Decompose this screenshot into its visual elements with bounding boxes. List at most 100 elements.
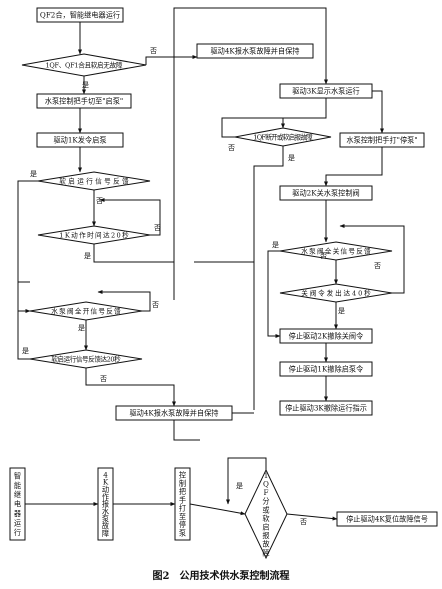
node-d3-shape — [37, 225, 151, 245]
node-n4-label: 驱动1K发令启泵 — [53, 136, 106, 145]
node-v2-char: 作 — [102, 492, 109, 501]
node-d8: 关阀令发出达40秒 — [279, 283, 393, 303]
connector-v3-d9 — [189, 503, 246, 516]
node-v1-char: 能 — [14, 481, 21, 490]
node-d6: 1QF断开或软启报故障 — [234, 127, 332, 147]
node-n6-shape — [279, 83, 373, 99]
node-d9-char: 分 — [262, 497, 269, 506]
edge-label-e-d4-no: 否 — [152, 301, 159, 309]
node-d9: 1QF分或软启报故障1QF分或软启报故障 — [244, 468, 288, 560]
node-v1-char: 智 — [14, 471, 21, 480]
node-d9-char: 障 — [262, 548, 269, 557]
node-n2: 驱动4K报水泵故障并自保持 — [196, 43, 314, 59]
node-n7-shape — [339, 132, 425, 148]
node-n11: 停止驱动3K撤除运行指示 — [279, 400, 373, 416]
node-d4-shape — [29, 301, 143, 321]
node-d9-char: 启 — [262, 522, 269, 531]
node-n2-label: 驱动4K报水泵故障并自保持 — [210, 47, 299, 56]
node-d3: 1K动作时间达20秒 — [37, 225, 151, 245]
node-v3-char: 泵 — [179, 528, 186, 537]
connector-n6-n7 — [372, 90, 384, 134]
edge-label-e-d9-yes: 是 — [236, 482, 243, 490]
figure-caption: 图2 公用技术供水泵控制流程 — [152, 571, 290, 582]
node-d9-char: 故 — [262, 540, 269, 549]
connector-d9-yes-up — [226, 457, 267, 505]
node-n6: 驱动3K显示水泵运行 — [279, 83, 373, 99]
node-n1-label: QF2合，智能继电器运行 — [40, 11, 120, 20]
node-v3-char: 制 — [179, 479, 186, 488]
edge-label-e-d1-no: 否 — [150, 47, 157, 55]
node-v1-shape — [9, 467, 26, 541]
node-n1-shape — [36, 7, 124, 23]
connector-d5-no — [85, 368, 176, 407]
node-d5-label: 软启运行信号反馈达20秒 — [51, 354, 121, 363]
node-n6-label: 驱动3K显示水泵运行 — [292, 87, 359, 96]
node-d9-char: 1 — [264, 471, 269, 480]
node-d9-char: 报 — [262, 531, 269, 540]
node-v3-char: 停 — [179, 520, 186, 529]
node-v3-char: 打 — [179, 504, 186, 513]
node-n5-label: 驱动4K报水泵故障并自保持 — [129, 409, 218, 418]
edge-label-e-d3-yes: 是 — [84, 252, 91, 260]
node-d7-shape — [279, 241, 393, 261]
connector-d3-yes — [93, 244, 175, 300]
node-n12-label: 停止驱动4K复位故障信号 — [346, 515, 428, 524]
node-n2-shape — [196, 43, 314, 59]
node-n3-shape — [36, 93, 132, 109]
node-v3-char: 控 — [179, 471, 186, 480]
connector-d9-no — [286, 513, 338, 521]
node-n4-shape — [36, 132, 124, 148]
node-d2-shape — [37, 171, 151, 191]
node-d8-shape — [279, 283, 393, 303]
connector-d6-yes — [253, 146, 284, 410]
node-d3-label: 1K动作时间达20秒 — [59, 230, 129, 239]
node-d4: 水泵阀全开信号反馈 — [29, 301, 143, 321]
connector-n6-d6 — [281, 98, 327, 129]
node-v2-shape — [97, 467, 114, 541]
node-n9: 停止驱动2K撤除关阀令 — [279, 328, 373, 344]
node-d9-char: F — [264, 488, 269, 497]
connector-top-to-n6 — [173, 7, 328, 262]
node-d1-label: 1QF、QF1合且软启无故障 — [46, 60, 123, 69]
node-v2: 4K动作报水泵故障4K动作报水泵故障 — [97, 467, 114, 541]
edge-label-e-d4-yes: 是 — [78, 324, 85, 332]
edge-label-e-d3-no: 否 — [154, 224, 161, 232]
node-d4-label: 水泵阀全开信号反馈 — [51, 306, 121, 315]
node-d9-char: Q — [263, 479, 269, 488]
connector-d3-no — [99, 198, 161, 236]
edge-label-e-d1-yes: 是 — [82, 81, 89, 89]
node-d8-label: 关阀令发出达40秒 — [301, 288, 371, 297]
node-n1: QF2合，智能继电器运行 — [36, 7, 124, 23]
node-n10-label: 停止驱动1K撤除启泵令 — [289, 365, 364, 374]
node-v2-char: 障 — [102, 529, 109, 538]
node-v2-char: K — [103, 478, 109, 487]
node-d6-shape — [234, 127, 332, 147]
connector-d5-yes — [17, 281, 30, 360]
node-v1: 智能继电器运行智能继电器运行 — [9, 467, 26, 541]
node-n10: 停止驱动1K撤除启泵令 — [279, 361, 373, 377]
node-v1-char: 电 — [14, 500, 21, 509]
node-v2-char: 泵 — [102, 514, 109, 523]
node-n11-label: 停止驱动3K撤除运行指示 — [285, 404, 367, 413]
connector-d2-yes — [17, 180, 38, 313]
node-n11-shape — [279, 400, 373, 416]
connector-n5-cross — [173, 420, 200, 441]
node-v2-char: 报 — [102, 500, 109, 509]
edge-label-e-d5-no: 否 — [100, 375, 107, 383]
node-d7-label: 水泵阀全关信号反馈 — [301, 246, 371, 255]
node-v1-char: 运 — [14, 518, 21, 527]
edge-label-e-d7-no: 否 — [320, 252, 327, 260]
node-v1-char: 器 — [14, 509, 21, 518]
node-v1-char: 行 — [14, 528, 21, 537]
node-n7: 水泵控制把手打"停泵" — [339, 132, 425, 148]
node-v3-shape — [174, 467, 191, 541]
node-d1: 1QF、QF1合且软启无故障 — [21, 53, 147, 77]
connector-d7-yes — [267, 250, 281, 338]
node-d2-label: 软启运行信号反馈 — [59, 176, 129, 185]
node-n8-shape — [279, 185, 373, 201]
node-n4: 驱动1K发令启泵 — [36, 132, 124, 148]
node-n8-label: 驱动2K关水泵控制阀 — [292, 189, 359, 198]
node-d2: 软启运行信号反馈 — [37, 171, 151, 191]
